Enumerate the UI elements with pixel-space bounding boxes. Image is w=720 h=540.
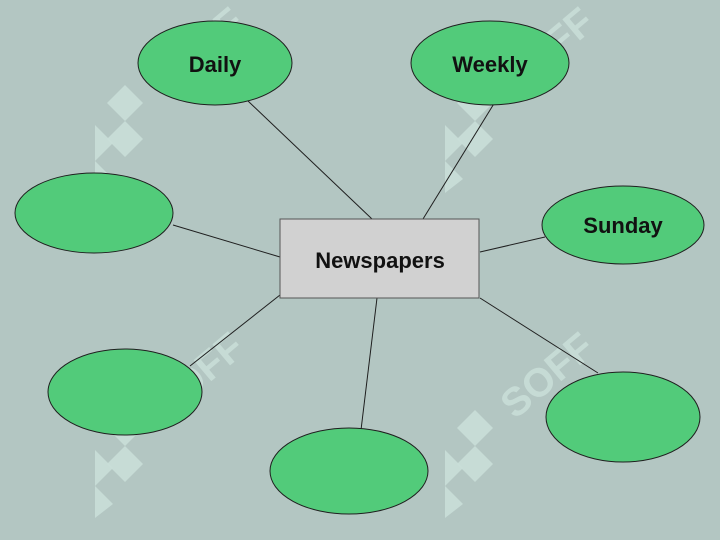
node-blank-lower-right bbox=[545, 371, 701, 463]
node-bubble bbox=[14, 172, 174, 254]
node-bubble bbox=[47, 348, 203, 436]
node-bubble bbox=[137, 20, 293, 106]
connector-blank-bottom bbox=[360, 297, 378, 431]
node-sunday: Sunday bbox=[541, 185, 705, 265]
node-blank-left bbox=[14, 172, 174, 254]
node-bubble bbox=[269, 427, 429, 515]
connector-weekly bbox=[422, 101, 496, 220]
connector-sunday bbox=[479, 236, 546, 253]
connector-blank-lower-left bbox=[189, 294, 281, 367]
node-bubble bbox=[541, 185, 705, 265]
node-daily: Daily bbox=[137, 20, 293, 106]
connectors bbox=[172, 100, 599, 431]
node-bubble bbox=[410, 20, 570, 106]
center-box bbox=[279, 218, 480, 299]
node-blank-bottom bbox=[269, 427, 429, 515]
node-bubble bbox=[545, 371, 701, 463]
node-label: Daily bbox=[189, 52, 242, 77]
node-label: Weekly bbox=[452, 52, 528, 77]
node-weekly: Weekly bbox=[410, 20, 570, 106]
center-label: Newspapers bbox=[315, 248, 445, 273]
connector-blank-left bbox=[172, 224, 281, 258]
node-label: Sunday bbox=[583, 213, 663, 238]
connector-daily bbox=[247, 100, 373, 220]
node-blank-lower-left bbox=[47, 348, 203, 436]
center-node: Newspapers bbox=[279, 218, 480, 299]
connector-blank-lower-right bbox=[479, 297, 599, 374]
